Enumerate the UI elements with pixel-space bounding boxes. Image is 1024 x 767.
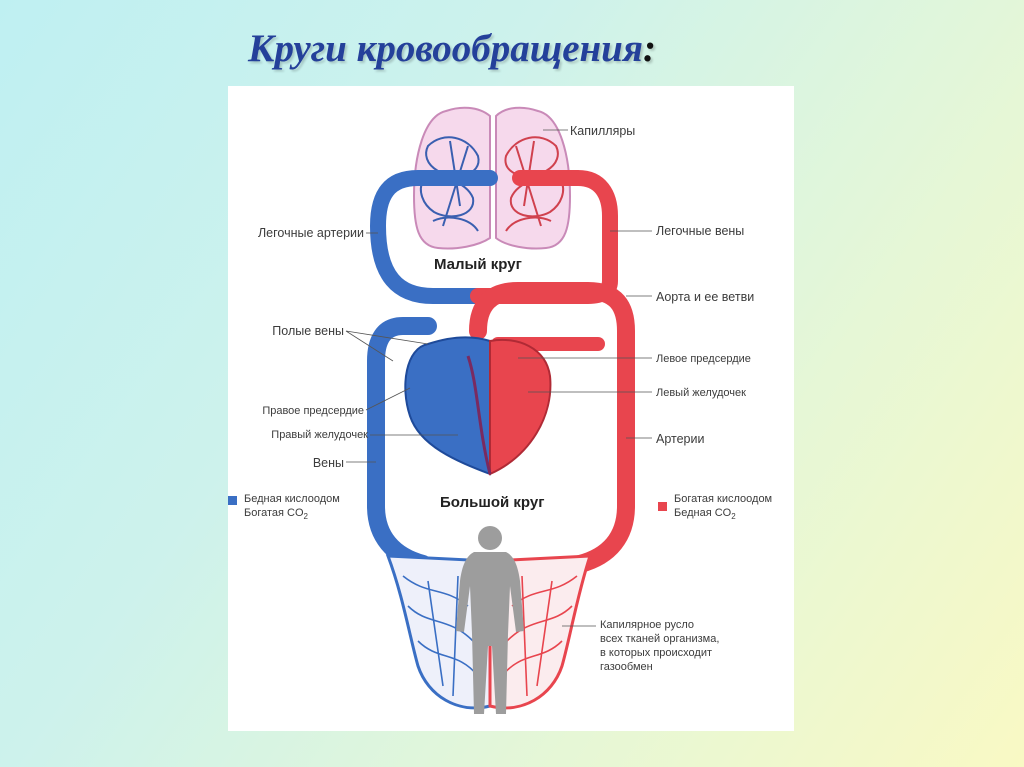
label-vena-cava: Полые вены: [272, 324, 344, 338]
legend-rich-swatch: [658, 502, 667, 511]
label-right-ventricle: Правый желудочек: [271, 429, 368, 441]
heart-right-side: [404, 336, 491, 476]
label-veins: Вены: [312, 456, 344, 470]
label-left-ventricle: Левый желудочек: [656, 387, 746, 399]
label-arteries: Артерии: [656, 432, 705, 446]
pulmonary-artery-path: [369, 170, 498, 304]
label-pulmonary-arteries: Легочные артерии: [257, 226, 364, 240]
label-capillary-bed-3: в которых происходит: [600, 647, 713, 659]
tissue-capillary-bed: [385, 526, 593, 714]
label-left-atrium: Левое предсердие: [656, 353, 751, 365]
lungs: [412, 106, 572, 250]
human-silhouette: [456, 526, 524, 714]
title-text: Круги кровообращения: [248, 27, 643, 70]
label-capillary-bed-2: всех тканей организма,: [600, 633, 720, 645]
label-capillary-bed-4: газообмен: [600, 661, 653, 673]
circulation-diagram: [345, 106, 652, 714]
leader-vena-cava: [345, 330, 429, 362]
legend-poor-swatch: [228, 496, 237, 505]
heart: [404, 336, 552, 476]
label-capillary-bed-1: Капилярное русло: [600, 619, 695, 631]
leader-lines: [345, 129, 652, 627]
pulmonary-vessels: [369, 170, 618, 304]
large-circle-label: Большой круг: [440, 494, 545, 511]
small-circle-label: Малый круг: [434, 256, 522, 273]
vena-cava-path: [367, 317, 437, 573]
leader-right-atrium: [365, 387, 411, 411]
legend-poor-line1: Бедная кислоодом: [244, 493, 340, 505]
diagram-panel: Малый круг Большой круг Капилляры Легочн…: [228, 86, 794, 731]
legend-rich-line1: Богатая кислоодом: [674, 493, 773, 505]
label-right-atrium: Правое предсердие: [262, 405, 364, 417]
aorta-path: [469, 282, 635, 573]
label-capillaries: Капилляры: [570, 124, 636, 138]
label-pulmonary-veins: Легочные вены: [656, 224, 745, 238]
heart-septum: [466, 355, 492, 475]
slide-title: Круги кровообращения:: [248, 26, 656, 71]
legend-poor-line2: Богатая CO2: [244, 507, 308, 522]
label-aorta: Аорта и ее ветви: [656, 290, 755, 304]
heart-left-side: [489, 339, 552, 476]
legend-rich-line2: Бедная CO2: [674, 507, 736, 522]
title-colon: :: [642, 27, 656, 70]
